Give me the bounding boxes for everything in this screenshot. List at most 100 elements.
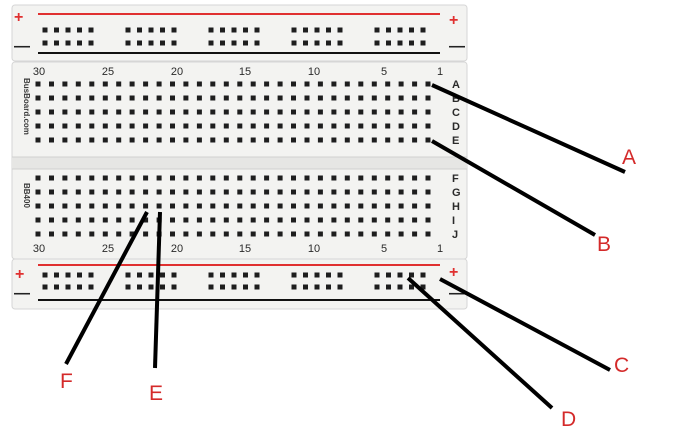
terminal-top-hole [398,81,404,87]
bottom-rail-hole [314,284,320,290]
terminal-bottom-hole [331,217,337,223]
top-column-number-30: 30 [33,66,45,78]
terminal-top-hole [277,109,283,115]
terminal-top-hole [129,137,135,143]
terminal-bottom-hole [331,203,337,209]
terminal-bottom-hole [89,231,95,237]
top-rail-hole [160,27,165,33]
terminal-bottom-hole [102,231,108,237]
terminal-top-hole [412,95,418,101]
terminal-bottom-hole [49,189,54,195]
terminal-top-hole [412,123,418,129]
callout-f: F [60,370,73,393]
terminal-bottom-hole [317,175,323,181]
terminal-top-hole [156,109,162,115]
terminal-top-hole [344,137,350,143]
terminal-bottom-hole [331,189,337,195]
callout-b: B [597,233,611,256]
terminal-bottom-hole [223,231,229,237]
terminal-bottom-hole [156,189,162,195]
terminal-top-hole [291,137,296,143]
terminal-top-hole [331,137,337,143]
callout-d: D [561,408,576,431]
terminal-top-hole [358,109,364,115]
terminal-top-hole [49,123,54,129]
terminal-top-hole [75,95,81,101]
center-channel [12,157,467,169]
terminal-top-hole [304,81,310,87]
terminal-bottom-hole [75,175,81,181]
terminal-bottom-hole [156,203,162,209]
terminal-bottom-hole [398,189,404,195]
top-rail-hole [65,40,71,46]
top-rail-hole [137,40,142,46]
terminal-top-hole [264,137,270,143]
top-rail-hole [374,40,380,46]
top-rail-hole [88,40,94,46]
leader-line-b [431,139,596,237]
callout-labels: A B C D E F [60,146,636,431]
terminal-top-hole [102,95,108,101]
top-power-rail: + + — — [11,4,468,62]
terminal-top-hole [371,81,377,87]
terminal-top-hole [170,109,175,115]
terminal-bottom-hole [250,175,256,181]
bottom-rail-hole [220,284,225,290]
bottom-rail-body [11,258,468,310]
leader-line-d [406,276,554,410]
bottom-rail-hole [148,284,154,290]
terminal-top-hole [62,81,68,87]
terminal-bottom-hole [237,203,243,209]
terminal-top-hole [210,123,216,129]
terminal-top-hole [116,137,122,143]
top-rail-hole [171,40,177,46]
bottom-rail-hole [386,272,391,278]
bottom-rail-hole [254,272,260,278]
terminal-bottom-hole [62,189,68,195]
terminal-top-hole [412,81,418,87]
terminal-bottom-hole [89,203,95,209]
terminal-top-hole [344,95,350,101]
terminal-top-hole [398,123,404,129]
top-rail-plus-left: + [14,9,23,26]
bottom-rail-hole [326,272,331,278]
bottom-column-number-25: 25 [102,243,114,255]
bottom-rail-plus-left: + [15,266,24,283]
terminal-top-hole [250,95,256,101]
terminal-top-hole [170,123,175,129]
terminal-top-hole [385,137,391,143]
top-rail-hole [54,40,59,46]
terminal-top-hole [264,81,270,87]
row-label-i: I [452,215,455,227]
terminal-top-hole [35,95,41,101]
terminal-bottom-hole [250,231,256,237]
terminal-bottom-hole [196,189,202,195]
terminal-top-hole [264,109,270,115]
bottom-rail-hole [374,284,380,290]
bottom-column-number-10: 10 [308,243,320,255]
leader-lines [64,83,626,410]
terminal-bottom-hole [317,203,323,209]
terminal-top-hole [143,95,149,101]
terminal-bottom-hole [398,203,404,209]
bottom-rail-hole [160,284,165,290]
bottom-rail-hole [374,272,380,278]
row-label-e: E [452,135,459,147]
bottom-rail-hole [77,272,82,278]
terminal-top-hole [143,137,149,143]
row-label-h: H [452,201,460,213]
bottom-rail-hole [171,272,177,278]
row-label-f: F [452,173,459,185]
terminal-top-hole [210,137,216,143]
terminal-bottom-hole [62,175,68,181]
terminal-top-hole [371,123,377,129]
terminal-top-hole [250,123,256,129]
terminal-bottom-hole [210,217,216,223]
bottom-rail-hole [54,284,59,290]
terminal-bottom-hole [183,203,189,209]
terminal-top-hole [170,95,175,101]
terminal-bottom-hole [143,217,149,223]
top-rail-hole [125,40,131,46]
top-column-number-10: 10 [308,66,320,78]
